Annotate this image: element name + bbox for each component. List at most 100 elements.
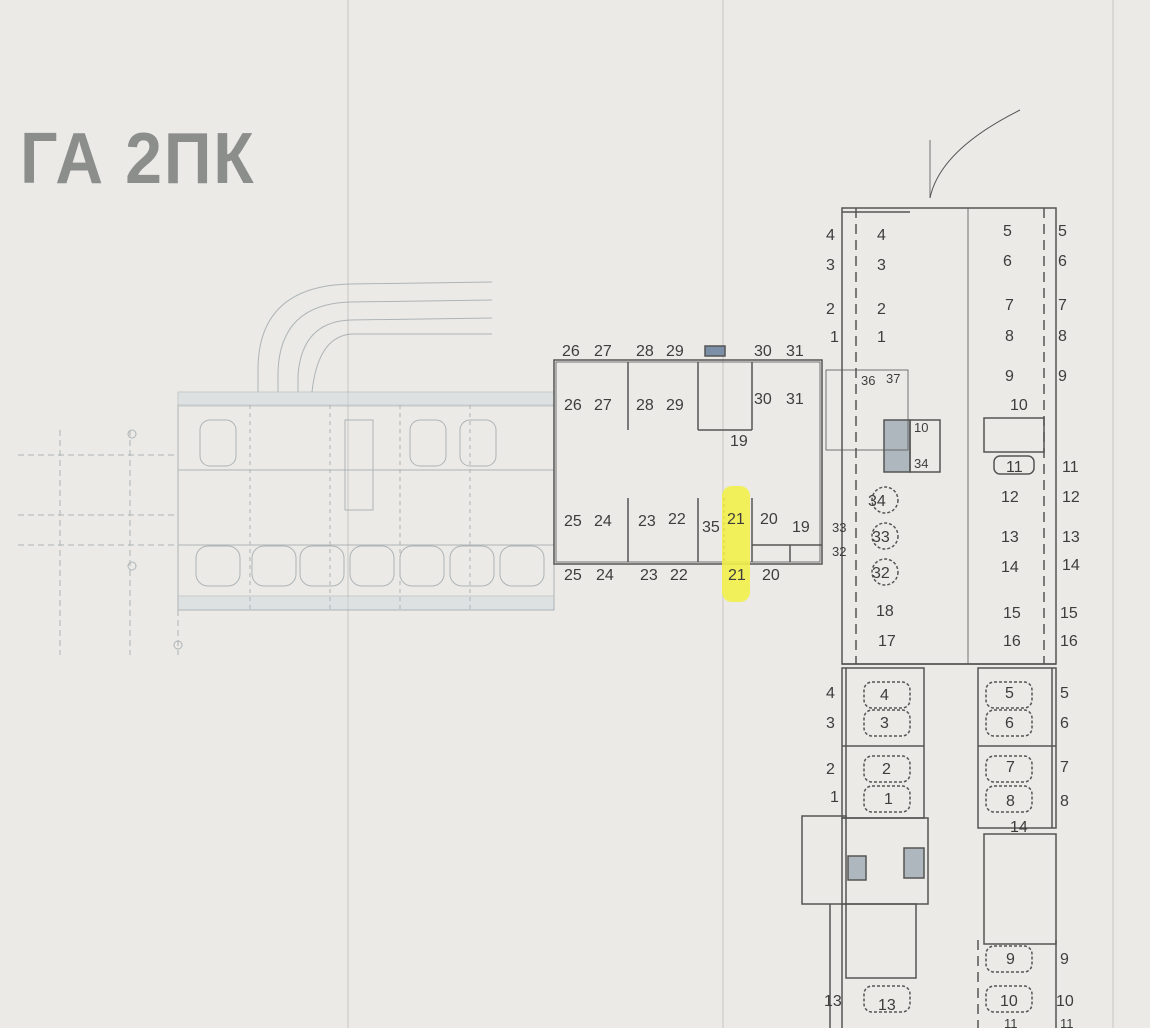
space-label: 24 (596, 567, 614, 584)
space-label: 3 (877, 257, 886, 274)
space-label: 4 (880, 687, 889, 704)
space-label: 8 (1060, 793, 1069, 810)
space-label: 12 (1062, 489, 1080, 506)
space-label: 3 (880, 715, 889, 732)
space-label: 11 (1060, 1016, 1074, 1028)
space-label: 23 (640, 567, 658, 584)
space-label: 7 (1005, 297, 1014, 314)
space-label: 32 (872, 565, 890, 582)
space-label: 14 (1010, 819, 1028, 836)
space-label: 8 (1058, 328, 1067, 345)
space-label: 33 (872, 529, 890, 546)
space-label: 9 (1060, 951, 1069, 968)
space-label: 7 (1060, 759, 1069, 776)
space-label: 32 (832, 544, 846, 559)
space-label: 2 (882, 761, 891, 778)
space-label: 33 (832, 520, 846, 535)
central-wing (553, 345, 823, 565)
lower-block-labels: 4 3 2 1 13 4 3 2 1 13 5 6 7 8 14 9 10 11… (824, 685, 1074, 1028)
space-label: 6 (1060, 715, 1069, 732)
space-label-21: 21 (727, 511, 745, 528)
space-label: 29 (666, 343, 684, 360)
space-label: 16 (1003, 633, 1021, 650)
space-label: 5 (1005, 685, 1014, 702)
space-label: 26 (564, 397, 582, 414)
plan-title: ГА 2ПК (20, 119, 256, 199)
space-label: 25 (564, 567, 582, 584)
space-label: 24 (594, 513, 612, 530)
space-label: 22 (670, 567, 688, 584)
space-label: 3 (826, 715, 835, 732)
space-label: 6 (1058, 253, 1067, 270)
space-label: 1 (830, 329, 839, 346)
space-label: 11 (1006, 459, 1023, 476)
space-label: 8 (1005, 328, 1014, 345)
space-label: 6 (1003, 253, 1012, 270)
space-label: 19 (730, 433, 748, 450)
space-label: 6 (1005, 715, 1014, 732)
east-block (825, 109, 1057, 665)
space-label: 23 (638, 513, 656, 530)
space-label: 13 (1001, 529, 1019, 546)
space-label: 10 (1000, 993, 1018, 1010)
paper-fold-line (1112, 0, 1114, 1028)
space-label: 13 (824, 993, 842, 1010)
space-label: 27 (594, 343, 612, 360)
space-label: 20 (760, 511, 778, 528)
space-label: 35 (702, 519, 720, 536)
space-label: 14 (1062, 557, 1080, 574)
space-label: 10 (914, 420, 928, 435)
space-label: 30 (754, 343, 772, 360)
space-label: 10 (1010, 397, 1028, 414)
space-label: 4 (877, 227, 886, 244)
space-label: 12 (1001, 489, 1019, 506)
space-label: 34 (914, 456, 928, 471)
space-label: 16 (1060, 633, 1078, 650)
space-label: 27 (594, 397, 612, 414)
east-block-labels: 4 3 2 1 4 3 2 1 36 37 34 33 32 18 17 10 … (826, 223, 1080, 650)
space-label: 5 (1003, 223, 1012, 240)
space-label: 31 (786, 343, 804, 360)
highlighted-space-21 (722, 486, 750, 602)
space-label-21: 21 (728, 567, 746, 584)
space-label: 4 (826, 685, 835, 702)
space-label: 30 (754, 391, 772, 408)
space-label: 13 (878, 997, 896, 1014)
space-label: 9 (1006, 951, 1015, 968)
space-label: 34 (868, 493, 886, 510)
space-label: 9 (1005, 368, 1014, 385)
space-label: 37 (886, 371, 900, 386)
space-label: 7 (1058, 297, 1067, 314)
space-label: 28 (636, 343, 654, 360)
space-label: 36 (861, 373, 875, 388)
central-wing-labels: 26 27 28 29 30 31 26 27 28 29 30 31 19 2… (562, 343, 846, 584)
space-label: 17 (878, 633, 896, 650)
space-label: 25 (564, 513, 582, 530)
space-label: 15 (1060, 605, 1078, 622)
space-label: 9 (1058, 368, 1067, 385)
space-label: 2 (826, 301, 835, 318)
space-label: 4 (826, 227, 835, 244)
space-label: 5 (1058, 223, 1067, 240)
space-label: 26 (562, 343, 580, 360)
space-label: 5 (1060, 685, 1069, 702)
space-label: 8 (1006, 793, 1015, 810)
space-label: 3 (826, 257, 835, 274)
space-label: 18 (876, 603, 894, 620)
space-label: 14 (1001, 559, 1019, 576)
space-label: 28 (636, 397, 654, 414)
space-label: 2 (877, 301, 886, 318)
space-label: 7 (1006, 759, 1015, 776)
space-label: 1 (884, 791, 893, 808)
space-label: 13 (1062, 529, 1080, 546)
space-label: 10 (1056, 993, 1074, 1010)
space-label: 20 (762, 567, 780, 584)
space-label: 19 (792, 519, 810, 536)
space-label: 15 (1003, 605, 1021, 622)
space-label: 11 (1004, 1016, 1018, 1028)
faded-west-wing (18, 281, 555, 655)
space-label: 11 (1062, 459, 1079, 476)
space-label: 29 (666, 397, 684, 414)
